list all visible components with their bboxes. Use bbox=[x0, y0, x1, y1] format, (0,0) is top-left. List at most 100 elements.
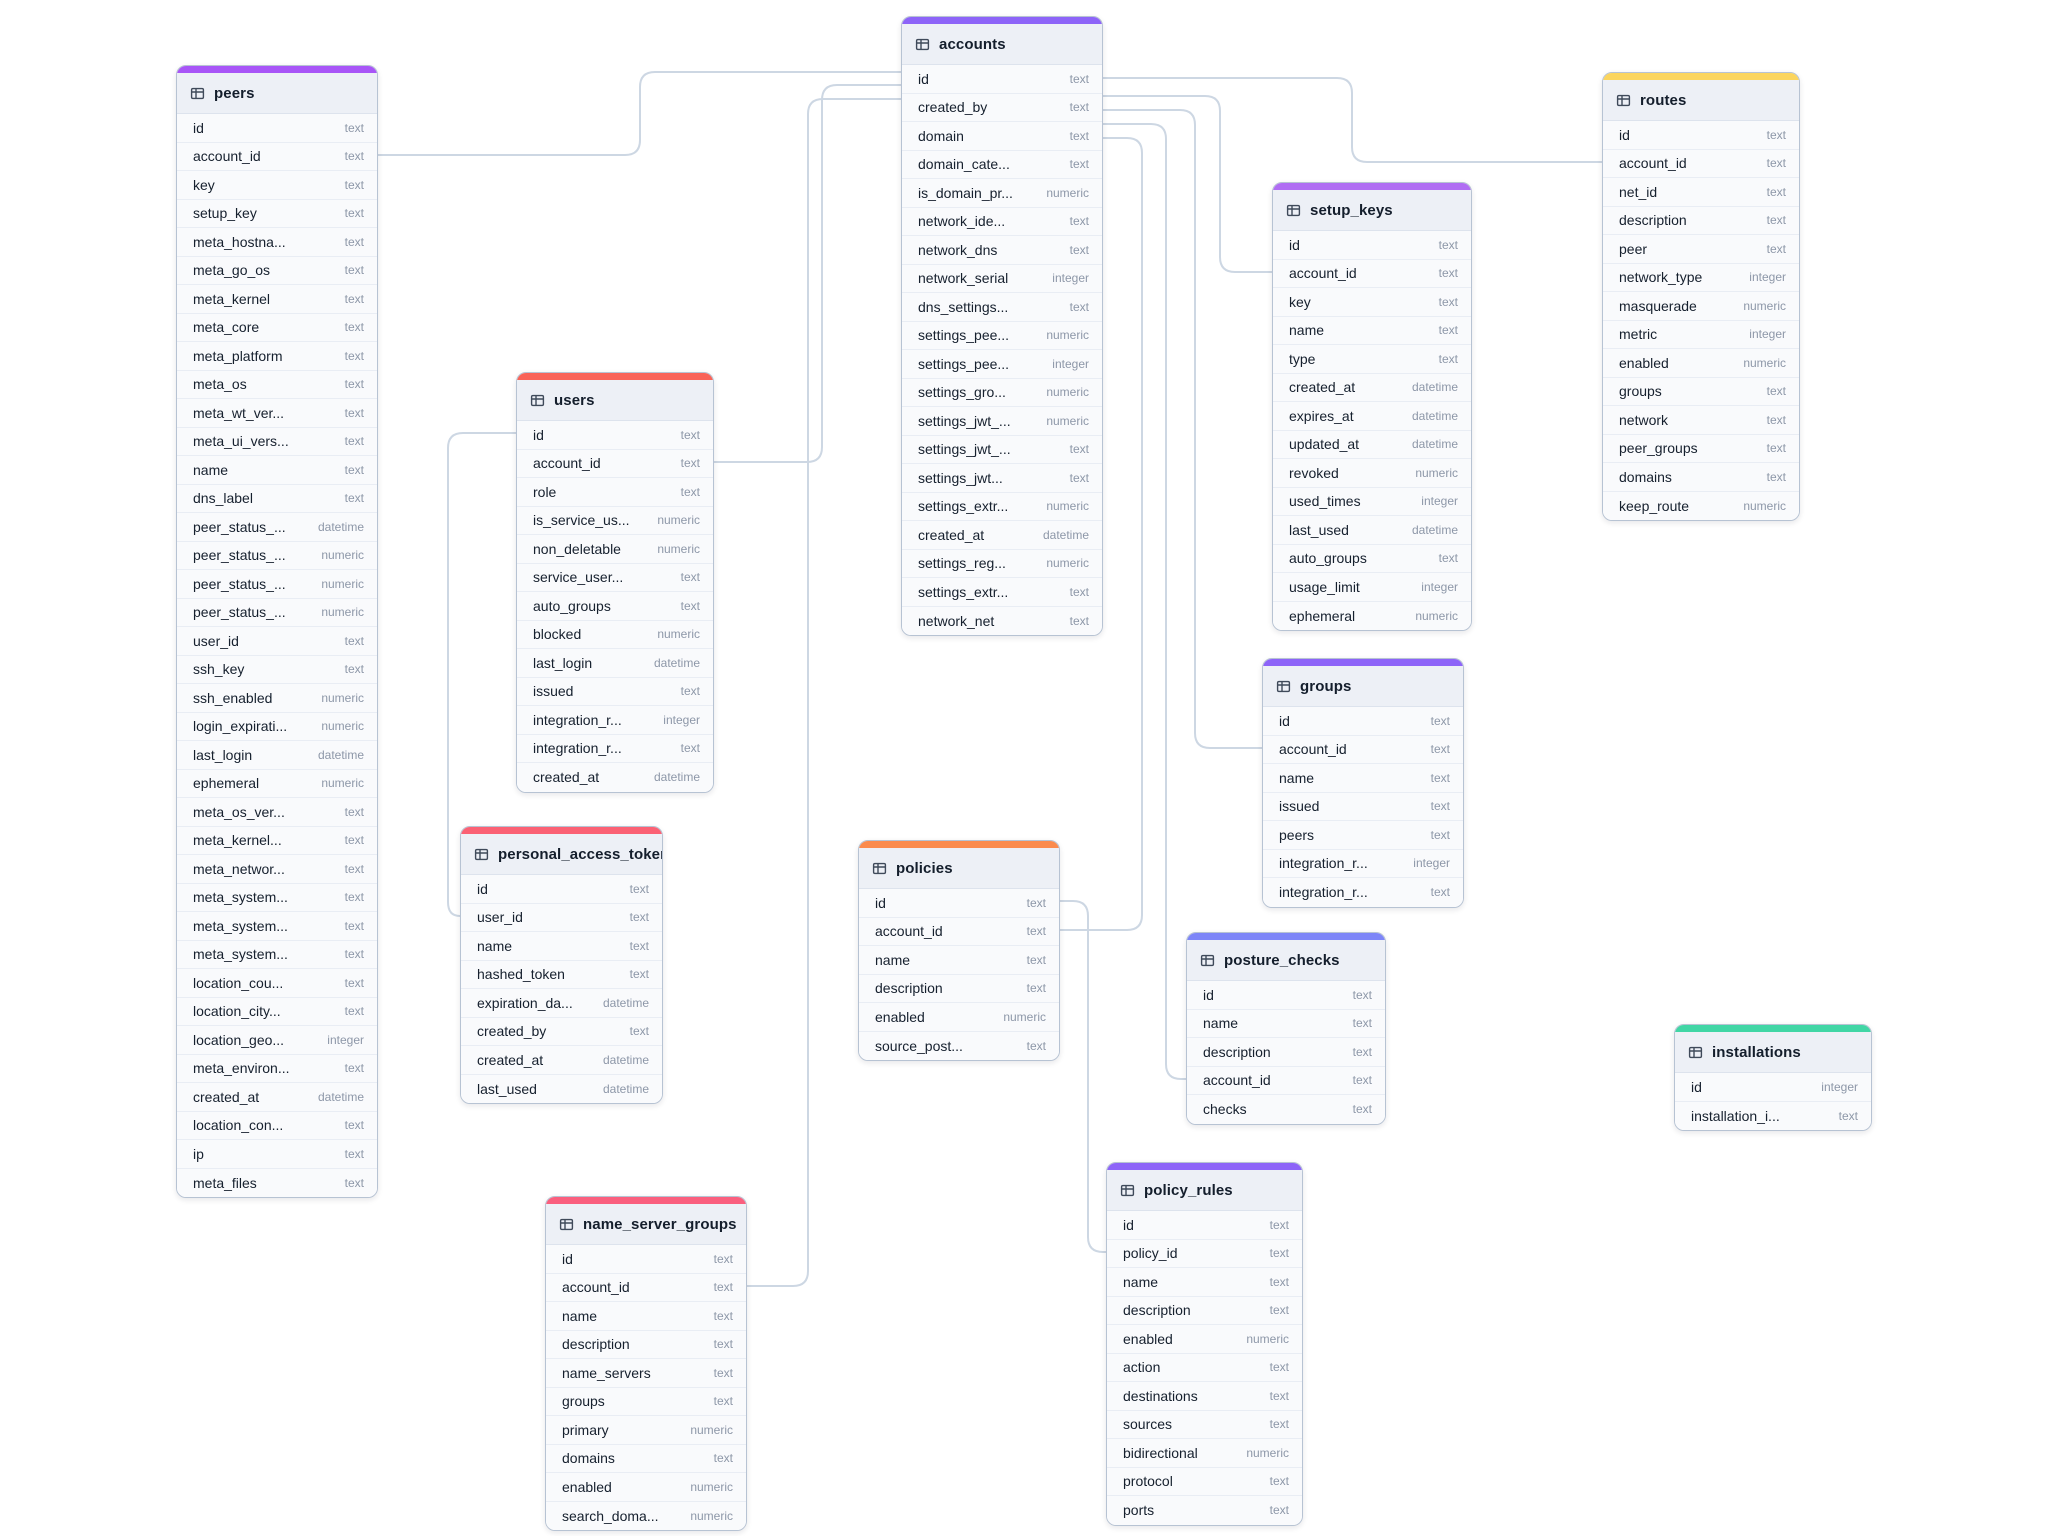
table-accent-bar bbox=[461, 827, 662, 834]
table-header-posture_checks[interactable]: posture_checks bbox=[1187, 940, 1385, 981]
field-row-peers-24: meta_os_ver...text bbox=[177, 798, 377, 827]
table-icon bbox=[1276, 680, 1291, 692]
field-type: datetime bbox=[653, 770, 700, 785]
field-type: integer bbox=[1821, 1079, 1858, 1094]
field-type: text bbox=[629, 967, 649, 982]
field-name: settings_pee... bbox=[918, 327, 1010, 344]
field-type: numeric bbox=[321, 605, 364, 620]
field-type: text bbox=[1766, 156, 1786, 171]
field-name: meta_ui_vers... bbox=[193, 433, 289, 450]
field-type: integer bbox=[1421, 579, 1458, 594]
table-header-installations[interactable]: installations bbox=[1675, 1032, 1871, 1073]
field-type: numeric bbox=[1743, 298, 1786, 313]
field-name: id bbox=[193, 119, 204, 136]
field-row-peers-11: meta_ui_vers... text bbox=[177, 427, 377, 456]
table-header-accounts[interactable]: accounts bbox=[902, 24, 1102, 65]
table-header-policy_rules[interactable]: policy_rules bbox=[1107, 1170, 1302, 1211]
field-name: meta_core bbox=[193, 319, 260, 336]
field-type: text bbox=[1766, 384, 1786, 399]
field-type: numeric bbox=[1743, 498, 1786, 513]
field-type: text bbox=[344, 434, 364, 449]
field-type: text bbox=[1766, 184, 1786, 199]
table-name: personal_access_tokens bbox=[498, 845, 663, 863]
field-name: last_login bbox=[533, 654, 593, 671]
table-header-routes[interactable]: routes bbox=[1603, 80, 1799, 121]
field-name: meta_system... bbox=[193, 946, 288, 963]
field-type: text bbox=[344, 177, 364, 192]
field-name: action bbox=[1123, 1359, 1161, 1376]
field-type: text bbox=[344, 462, 364, 477]
field-name: description bbox=[1619, 212, 1687, 229]
field-name: net_id bbox=[1619, 183, 1658, 200]
field-name: created_at bbox=[1289, 379, 1356, 396]
field-name: meta_platform bbox=[193, 347, 283, 364]
table-header-setup_keys[interactable]: setup_keys bbox=[1273, 190, 1471, 231]
field-type: text bbox=[344, 662, 364, 677]
table-header-peers[interactable]: peers bbox=[177, 73, 377, 114]
table-header-policies[interactable]: policies bbox=[859, 848, 1059, 889]
field-type: text bbox=[1766, 412, 1786, 427]
field-name: metric bbox=[1619, 326, 1658, 343]
table-header-personal_access_tokens[interactable]: personal_access_tokens bbox=[461, 834, 662, 875]
field-name: created_by bbox=[477, 1023, 547, 1040]
field-name: meta_networ... bbox=[193, 860, 285, 877]
field-row-policies-5: source_post...text bbox=[859, 1031, 1059, 1060]
field-type: text bbox=[344, 491, 364, 506]
table-header-groups[interactable]: groups bbox=[1263, 666, 1463, 707]
table-icon bbox=[872, 862, 887, 874]
field-type: text bbox=[713, 1451, 733, 1466]
field-name: account_id bbox=[533, 455, 601, 472]
field-name: auto_groups bbox=[1289, 550, 1367, 567]
field-row-accounts-17: settings_reg...numeric bbox=[902, 549, 1102, 578]
field-type: text bbox=[1838, 1108, 1858, 1123]
field-type: text bbox=[1026, 981, 1046, 996]
field-type: text bbox=[1352, 1044, 1372, 1059]
field-row-accounts-3: domain_cate...text bbox=[902, 150, 1102, 179]
field-name: meta_kernel... bbox=[193, 832, 282, 849]
field-type: text bbox=[344, 918, 364, 933]
table-header-name_server_groups[interactable]: name_server_groups bbox=[546, 1204, 746, 1245]
field-name: role bbox=[533, 483, 557, 500]
field-type: text bbox=[680, 484, 700, 499]
field-name: last_used bbox=[1289, 521, 1349, 538]
field-row-peers-35: location_con...text bbox=[177, 1111, 377, 1140]
field-name: domain_cate... bbox=[918, 156, 1010, 173]
field-name: name bbox=[1123, 1273, 1159, 1290]
field-name: id bbox=[1123, 1216, 1134, 1233]
table-header-users[interactable]: users bbox=[517, 380, 713, 421]
field-type: text bbox=[1026, 924, 1046, 939]
field-name: account_id bbox=[562, 1279, 630, 1296]
table-accent-bar bbox=[1187, 933, 1385, 940]
field-type: text bbox=[1352, 1102, 1372, 1117]
field-row-routes-2: net_id text bbox=[1603, 178, 1799, 207]
table-accent-bar bbox=[1107, 1163, 1302, 1170]
